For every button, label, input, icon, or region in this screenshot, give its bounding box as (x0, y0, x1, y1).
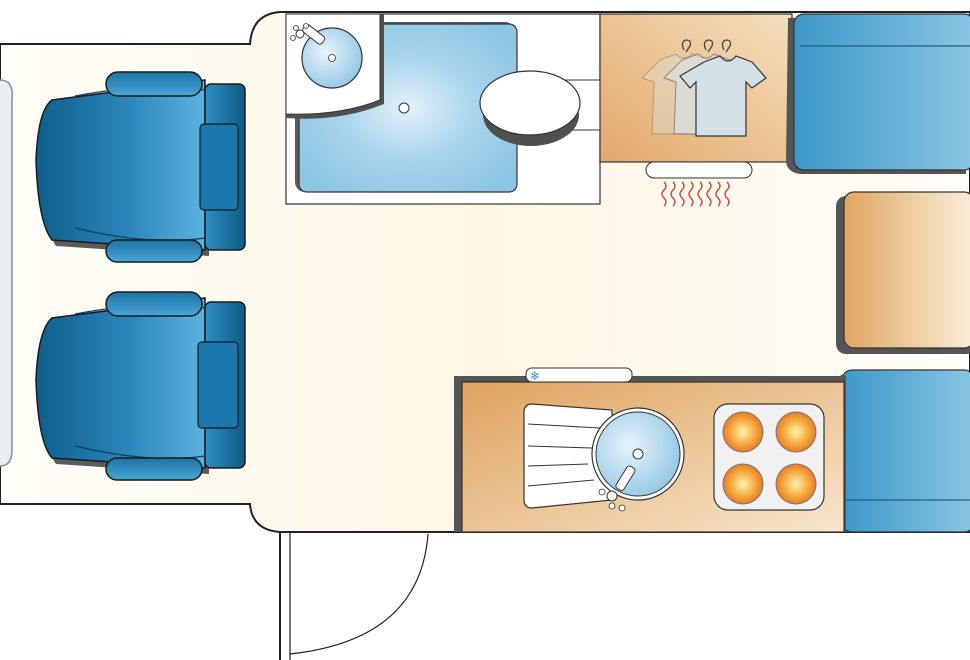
heater-wave (661, 181, 667, 207)
drainer (523, 403, 613, 509)
tap-icon[interactable] (598, 465, 636, 512)
burner-icon[interactable] (722, 411, 764, 453)
heater-wave (688, 181, 694, 207)
tap-icon[interactable] (290, 23, 326, 45)
dinette-table[interactable] (836, 191, 970, 354)
heater-wave (670, 181, 676, 207)
hanger-icon (681, 39, 732, 53)
fridge-strip[interactable] (525, 367, 633, 383)
heater-wave (724, 181, 730, 207)
wardrobe[interactable] (599, 13, 793, 163)
shower-drain (398, 102, 410, 114)
driver-seat[interactable] (35, 71, 246, 263)
burner-icon[interactable] (775, 411, 817, 453)
rear-cushion-top[interactable] (786, 13, 970, 174)
burner-icon[interactable] (722, 463, 764, 505)
kitchen-counter: ❄ (454, 367, 846, 533)
tshirt-icon (679, 55, 767, 137)
heater-wave (697, 181, 703, 207)
heater-wave (679, 181, 685, 207)
passenger-seat[interactable] (35, 291, 246, 481)
rear-cushion-bottom[interactable] (836, 369, 970, 533)
heater-wave (706, 181, 712, 207)
heater-wave (715, 181, 721, 207)
bathroom (285, 13, 601, 205)
windshield (0, 79, 13, 467)
burner-icon[interactable] (775, 463, 817, 505)
heater-icon[interactable] (645, 161, 753, 207)
toilet-icon[interactable] (479, 70, 581, 136)
snowflake-icon: ❄ (530, 369, 540, 383)
armchair-icon (35, 291, 246, 481)
armchair-icon (35, 71, 246, 263)
entry-door[interactable] (279, 532, 429, 660)
